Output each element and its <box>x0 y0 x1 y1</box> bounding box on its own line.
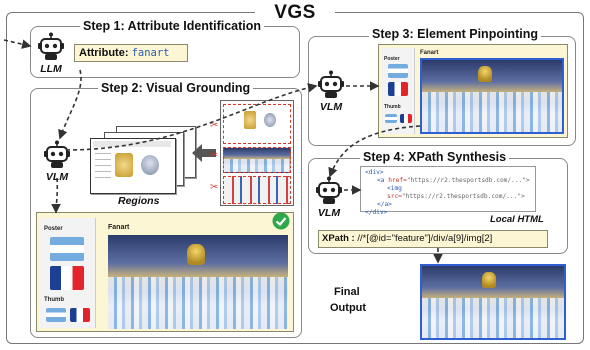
step3-fanart-label: Fanart <box>420 50 439 56</box>
webpage-screenshot <box>220 100 294 206</box>
final-output-line1: Final <box>334 286 360 298</box>
robot-icon <box>42 140 72 170</box>
step2-title: Step 2: Visual Grounding <box>98 81 254 95</box>
code-line-4: </a> <box>377 201 392 208</box>
left-arrow-icon <box>192 144 216 162</box>
code-line-3: <img src="https://r2.thesportsdb.com/...… <box>387 185 525 200</box>
vlm-label: VLM <box>319 101 343 113</box>
step3-thumb-label: Thumb <box>384 104 401 110</box>
step4-title: Step 4: XPath Synthesis <box>360 150 510 164</box>
robot-icon <box>36 32 66 62</box>
scissors-icon: ✂ <box>210 182 219 193</box>
step3-poster-label: Poster <box>384 56 400 62</box>
poster-thumb-2 <box>50 266 84 290</box>
webpage-fanart <box>223 147 291 173</box>
scissors-icon: ✂ <box>210 150 219 161</box>
regions-label: Regions <box>118 195 160 207</box>
code-line-2: <a href="https://r2.thesportsdb.com/..."… <box>377 177 530 184</box>
xpath-box <box>318 230 548 248</box>
arrow-llm-to-vlm <box>58 69 82 140</box>
poster-thumb-1 <box>50 237 84 261</box>
step2-poster-label: Poster <box>44 226 63 232</box>
thumb-image-2 <box>70 308 90 322</box>
final-output-image <box>420 264 566 340</box>
webpage-top <box>223 104 291 144</box>
region-card-rooster <box>141 155 159 175</box>
attribute-line: Attribute: fanart <box>79 47 170 59</box>
step2-fanart-photo <box>108 235 288 329</box>
step2-thumb-label: Thumb <box>44 297 64 303</box>
attribute-value: fanart <box>131 47 170 59</box>
arrow-step3-to-step4 <box>328 125 421 178</box>
step3-title: Step 3: Element Pinpointing <box>369 27 541 41</box>
arrow-vlm2-to-vlm3 <box>65 82 318 151</box>
local-html-code: <div> <a href="https://r2.thesportsdb.co… <box>360 166 536 216</box>
step2-fanart-label: Fanart <box>108 224 130 231</box>
diagram-title: VGS <box>255 2 335 24</box>
webpage-rooster <box>264 113 276 127</box>
step3-fanart-photo <box>420 58 564 134</box>
check-icon <box>272 212 290 230</box>
robot-icon <box>314 176 344 206</box>
step1-title: Step 1: Attribute Identification <box>80 19 265 33</box>
step3-thumb-1 <box>385 114 397 123</box>
xpath-line: XPath : //*[@id="feature"]/div/a[9]/img[… <box>322 233 492 244</box>
llm-label: LLM <box>40 63 62 75</box>
step3-thumb-2 <box>400 114 412 123</box>
xpath-value: //*[@id="feature"]/div/a[9]/img[2] <box>357 233 493 244</box>
scissors-icon: ✂ <box>210 120 219 131</box>
step3-poster-2 <box>388 82 408 96</box>
robot-icon <box>316 70 346 100</box>
vlm-label: VLM <box>45 171 69 183</box>
local-html-label: Local HTML <box>490 214 544 225</box>
code-line-1: <div> <box>365 169 384 176</box>
attribute-box <box>74 44 188 62</box>
arrow-vlm-to-crop <box>51 177 61 214</box>
arrow-input-to-llm <box>3 39 32 49</box>
xpath-label: XPath : <box>322 233 355 244</box>
vlm-label: VLM <box>317 207 341 219</box>
step3-poster-1 <box>388 64 408 78</box>
webpage-bottom <box>223 176 291 204</box>
region-card-badge <box>115 153 133 177</box>
region-card-lines <box>95 153 111 183</box>
final-output-line2: Output <box>330 302 367 314</box>
webpage-badge <box>244 111 256 129</box>
code-line-5: </div> <box>365 209 388 216</box>
attribute-label: Attribute: <box>79 47 129 59</box>
thumb-image-1 <box>46 308 66 322</box>
